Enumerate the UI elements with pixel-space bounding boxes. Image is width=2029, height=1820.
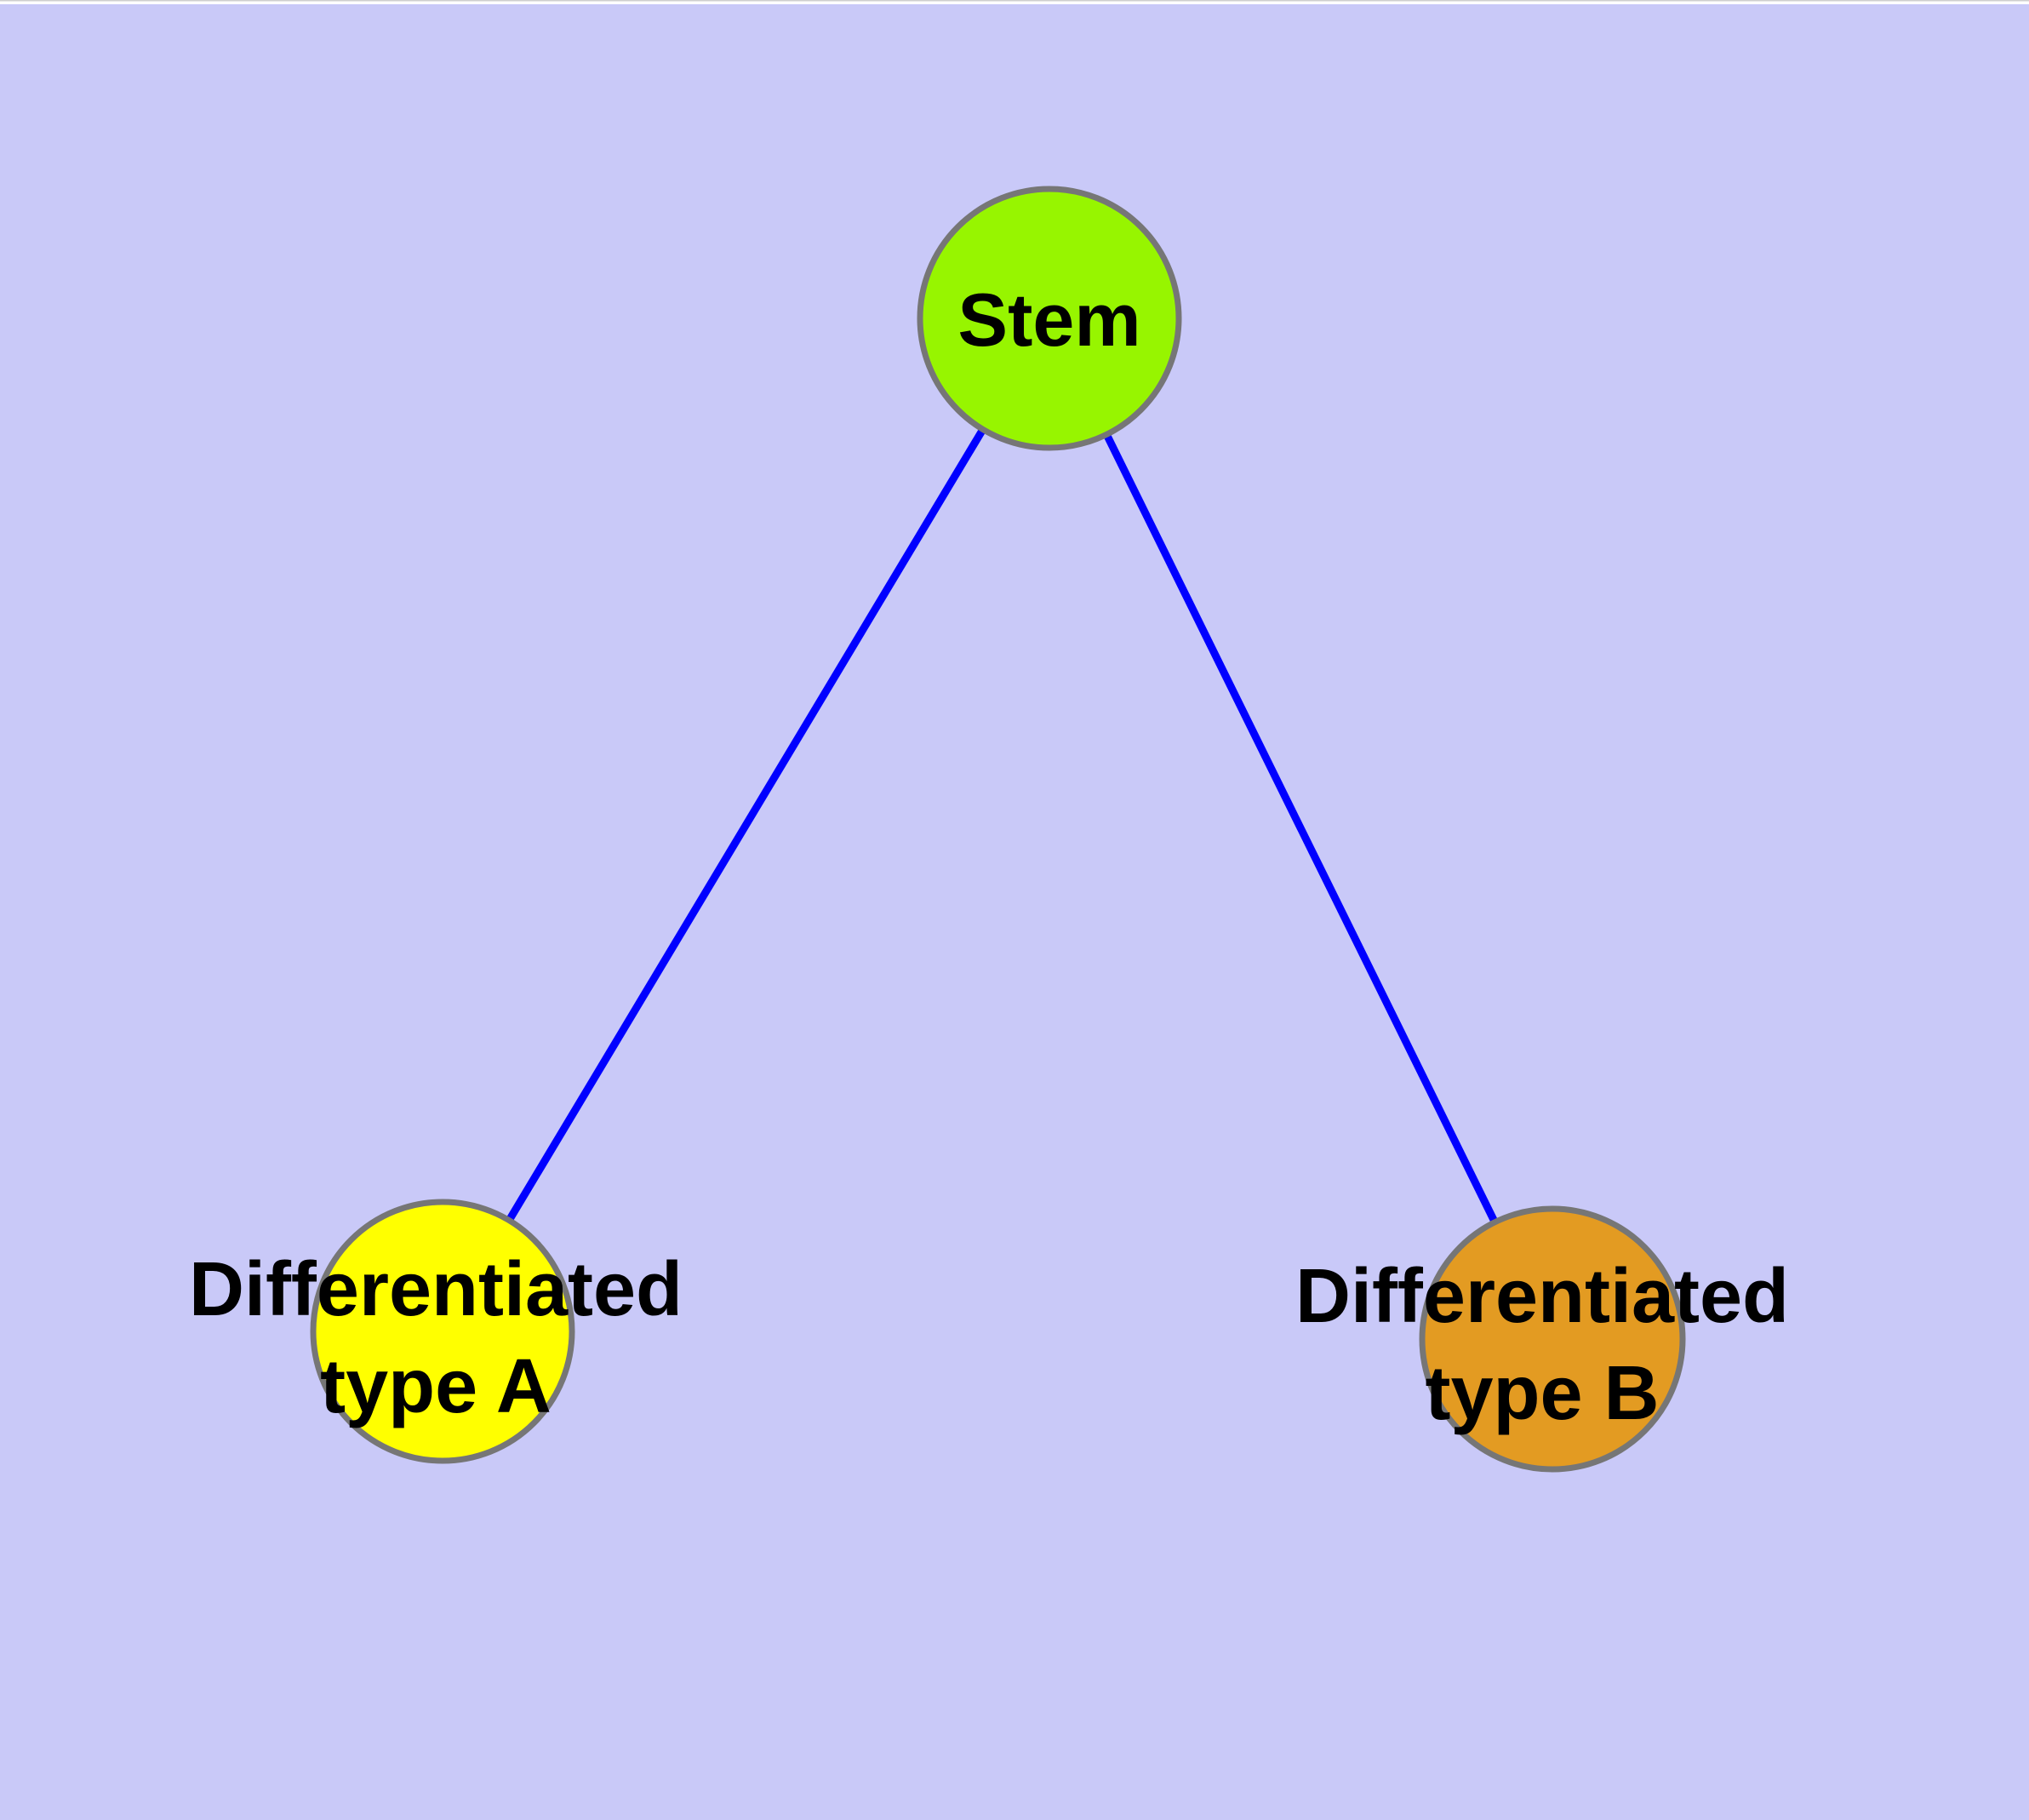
type-a-node-label-line1: Differentiated [189,1247,683,1332]
top-margin-strip [0,0,2029,4]
stem-node-label: Stem [957,278,1140,362]
node-differentiated-type-a: Differentiated type A [189,1199,683,1464]
top-margin-line [0,0,2029,2]
type-b-node-label-line2: type B [1425,1351,1659,1436]
node-differentiated-type-b: Differentiated type B [1295,1205,1789,1473]
node-stem: Stem [917,186,1182,451]
edge-stem-to-type-a [439,316,1053,1334]
type-b-node-circle [1419,1205,1686,1473]
type-b-node-label-line1: Differentiated [1295,1254,1789,1339]
stem-node-circle [917,186,1182,451]
edge-stem-to-type-b [1045,317,1557,1341]
edge-group [439,316,1557,1341]
type-a-node-circle [310,1199,575,1464]
type-a-node-label-line2: type A [320,1344,552,1429]
